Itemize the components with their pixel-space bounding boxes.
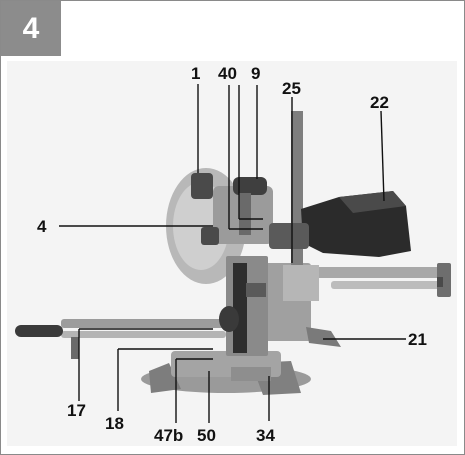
callout-25: 25 bbox=[282, 79, 301, 98]
figure-number-badge: 4 bbox=[1, 1, 61, 56]
rear-rails bbox=[301, 263, 451, 297]
callout-40: 40 bbox=[218, 64, 237, 83]
callout-22: 22 bbox=[370, 93, 389, 112]
figure-number: 4 bbox=[22, 11, 40, 45]
front-handle bbox=[15, 325, 63, 337]
callout-1: 1 bbox=[191, 64, 201, 83]
saw-head bbox=[166, 168, 273, 356]
saw-base bbox=[141, 351, 311, 395]
callout-18: 18 bbox=[105, 414, 124, 433]
motor-housing bbox=[269, 191, 411, 257]
callout-4: 4 bbox=[37, 217, 47, 236]
callout-50: 50 bbox=[197, 426, 216, 445]
front-rails bbox=[15, 319, 226, 359]
leader-lines bbox=[59, 84, 406, 423]
callout-34: 34 bbox=[256, 426, 275, 445]
callout-21: 21 bbox=[408, 330, 427, 349]
callout-9: 9 bbox=[251, 64, 261, 83]
bevel-lock-lever bbox=[306, 327, 341, 347]
callout-47b: 47b bbox=[154, 426, 184, 445]
callout-17: 17 bbox=[67, 401, 86, 420]
main-handle bbox=[233, 177, 267, 195]
